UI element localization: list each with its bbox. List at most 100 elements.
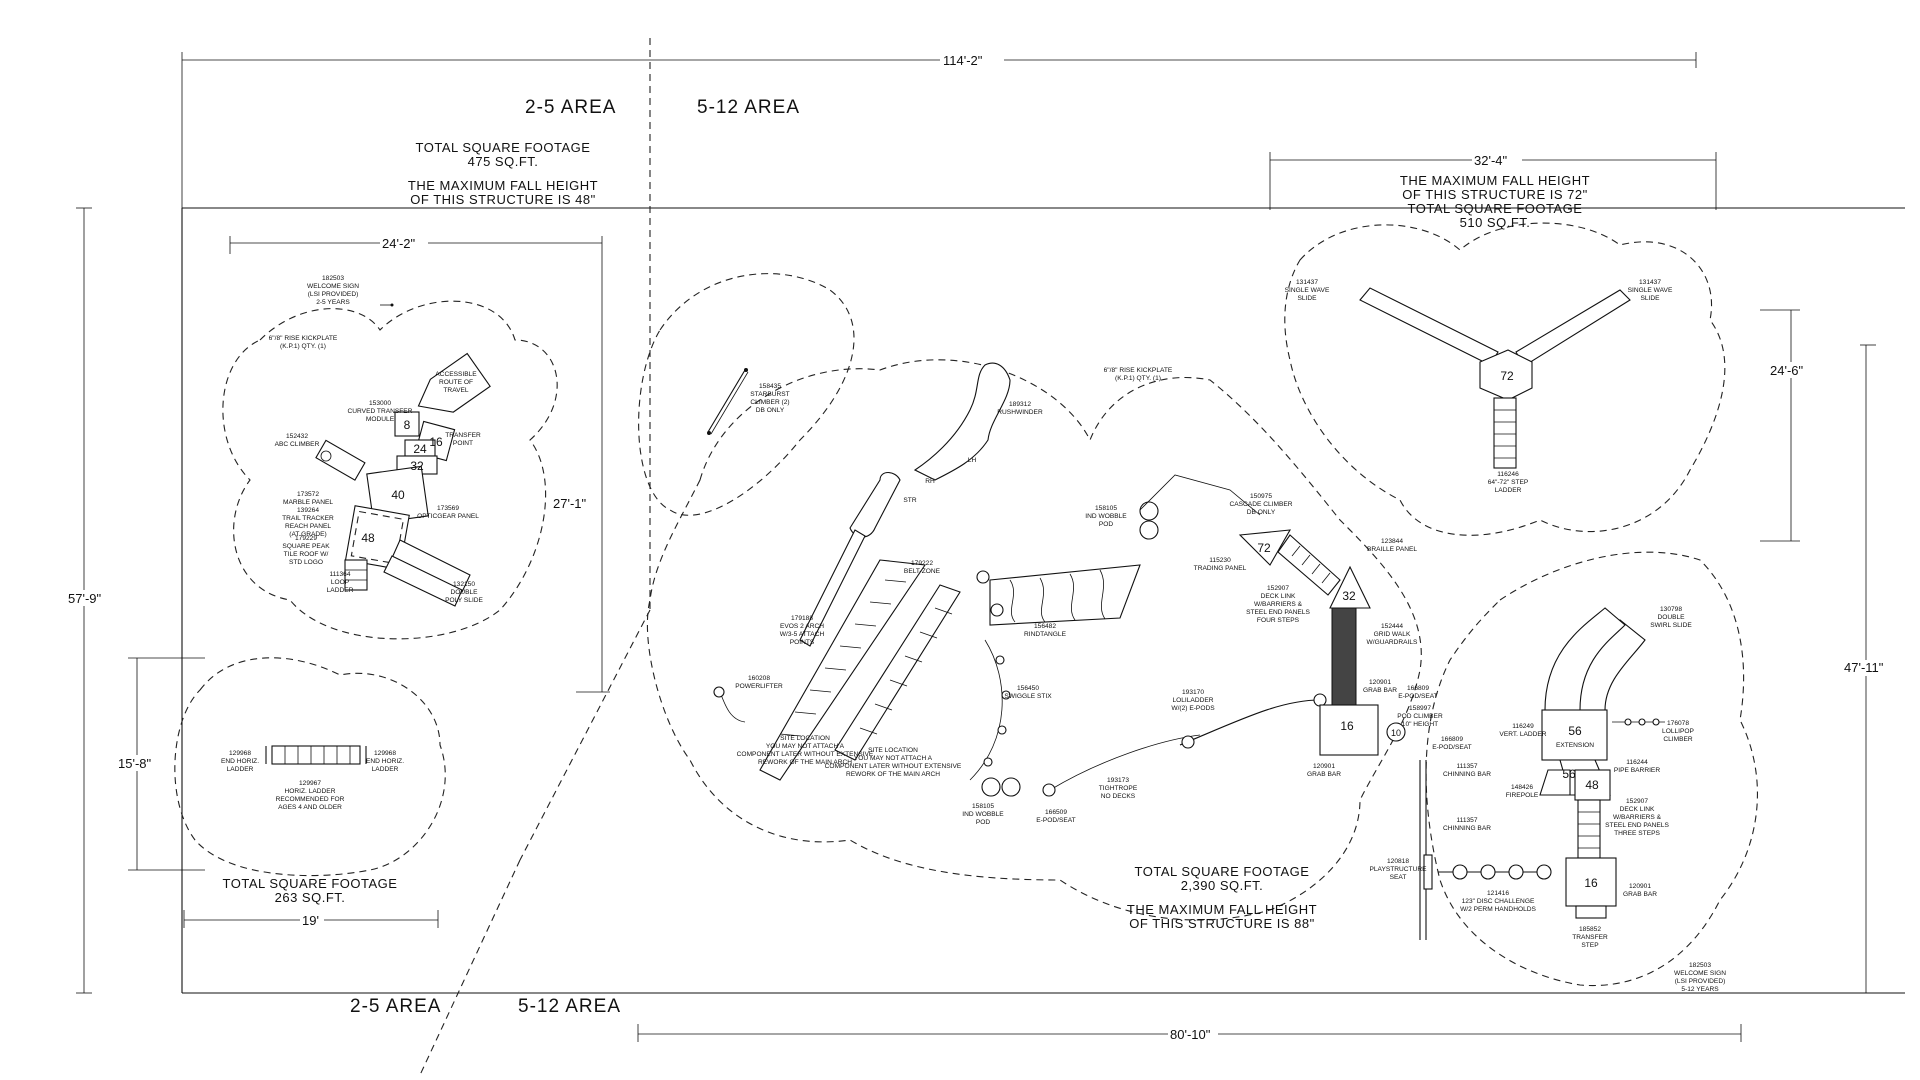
structure-right (1539, 607, 1665, 919)
callout-line: W/(2) E-PODS (1171, 705, 1215, 712)
main-notes: TOTAL SQUARE FOOTAGE 2,390 SQ.FT. THE MA… (1127, 864, 1317, 931)
callout-line: (LSI PROVIDED) (308, 291, 359, 298)
starburst-climber (707, 368, 749, 435)
callout-line: 153000 (369, 400, 391, 407)
callout-line: POD (1099, 521, 1114, 528)
callout-line: (AT GRADE) (289, 531, 327, 538)
area-label-top-right: 5-12 AREA (697, 97, 800, 118)
deck-height-a-8: 8 (404, 418, 411, 432)
callout-line: DOUBLE (1657, 614, 1685, 621)
use-zones (174, 222, 1758, 987)
callout-line: 123844 (1381, 538, 1403, 545)
callout-line: 120901 (1313, 763, 1335, 770)
callout-line: 139264 (297, 507, 319, 514)
callout-line: END HORIZ. (221, 758, 259, 765)
callout-line: 166509 (1045, 809, 1067, 816)
callout-line: RECOMMENDED FOR (276, 796, 345, 803)
callout-line: 193173 (1107, 777, 1129, 784)
callout-line: 6"/8" RISE KICKPLATE (269, 335, 338, 342)
zone-a-fall-line1: THE MAXIMUM FALL HEIGHT (408, 178, 598, 193)
callout-line: PIPE BARRIER (1614, 767, 1660, 774)
callout-line: YOU MAY NOT ATTACH A (766, 743, 845, 750)
callout-line: 120818 (1387, 858, 1409, 865)
callout-line: 116246 (1497, 471, 1519, 478)
callout-line: STD LOGO (289, 559, 323, 566)
step-ladder (1493, 397, 1517, 469)
callout-line: CURVED TRANSFER (348, 408, 413, 415)
zone-a-sqft-value: 475 SQ.FT. (468, 154, 539, 169)
callout-line: 148426 (1511, 784, 1533, 791)
accessible-route-arrow (417, 352, 491, 413)
callout-line: GRAB BAR (1363, 687, 1397, 694)
dim-zone-a-width: 24'-2" (382, 236, 416, 251)
callout-line: 123" DISC CHALLENGE (1462, 898, 1535, 905)
callout-line: POWERLIFTER (735, 683, 783, 690)
callout-line: 116249 (1512, 723, 1534, 730)
callout-line: STEP (1581, 942, 1599, 949)
callout-line: 179229 (295, 535, 317, 542)
callout-line: 152907 (1267, 585, 1289, 592)
deck-height-m-16: 16 (1340, 719, 1354, 733)
callout-line: 173572 (297, 491, 319, 498)
callout-line: LOOP (331, 579, 350, 586)
area-label-bottom-right: 5-12 AREA (518, 996, 621, 1017)
callout-line: COMPONENT LATER WITHOUT EXTENSIVE (825, 763, 962, 770)
callout-line: TRADING PANEL (1194, 565, 1247, 572)
callout-line: 173569 (437, 505, 459, 512)
callout-line: OPTICGEAR PANEL (417, 513, 479, 520)
callout-line: 111357 (1456, 817, 1477, 824)
callout-line: (K.P.1) QTY. (1) (1115, 375, 1161, 382)
main-structure (713, 362, 1406, 797)
callout-line: EVOS 2 ARCH (780, 623, 824, 630)
callout-line: 132150 (453, 581, 475, 588)
single-wave-slide-right (1515, 289, 1631, 367)
callout-line: POINTS (790, 639, 815, 646)
callout-line: E-POD/SEAT (1398, 693, 1437, 700)
dim-overall-height: 57'-9" (68, 591, 102, 606)
callout-line: RUSHWINDER (997, 409, 1043, 416)
callout-line: REWORK OF THE MAIN ARCH (846, 771, 940, 778)
callout-line: CHINNING BAR (1443, 825, 1491, 832)
callout-line: LADDER (227, 766, 254, 773)
callout-line: 152907 (1626, 798, 1648, 805)
deck-height-c-72: 72 (1500, 369, 1514, 383)
callout-kickplate-a: 6"/8" RISE KICKPLATE(K.P.1) QTY. (1) (269, 335, 338, 350)
single-wave-slide-left (1359, 287, 1499, 366)
callout-line: 64"-72" STEP (1488, 479, 1529, 486)
callout-line: 179222 (911, 560, 933, 567)
callout-line: IND WOBBLE (1085, 513, 1127, 520)
callout-line: W/2 PERM HANDHOLDS (1460, 906, 1536, 913)
callout-line: 129967 (299, 780, 321, 787)
callout-line: REACH PANEL (285, 523, 331, 530)
structure-a (315, 303, 491, 607)
callout-line: 193170 (1182, 689, 1204, 696)
zone-a-fall-line2: OF THIS STRUCTURE IS 48" (410, 192, 595, 207)
callout-line: HORIZ. LADDER (285, 788, 336, 795)
right-deck-heights: 56 56 48 16 (1562, 724, 1599, 890)
callout-line: 176078 (1667, 720, 1689, 727)
callout-line: 116244 (1626, 759, 1648, 766)
callout-line: STEEL END PANELS (1246, 609, 1310, 616)
zone-c-fall-line1: THE MAXIMUM FALL HEIGHT (1400, 173, 1590, 188)
deck-height-m-72: 72 (1257, 541, 1271, 555)
